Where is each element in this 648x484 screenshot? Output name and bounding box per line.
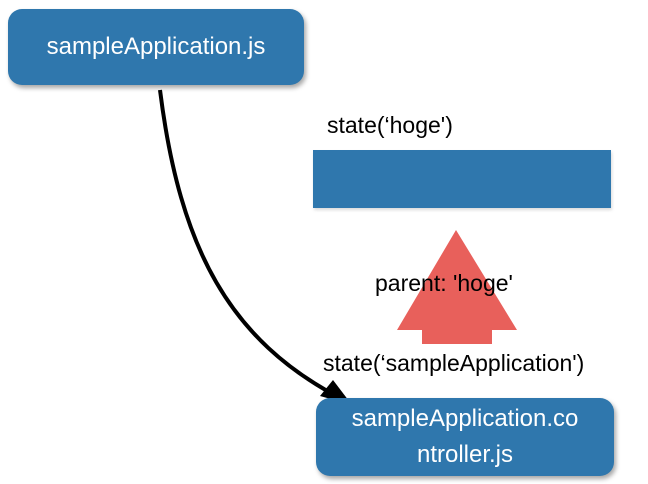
file-box-label-line1: sampleApplication.co	[351, 405, 579, 432]
file-box-sample-application-controller: sampleApplication.co ntroller.js	[316, 398, 614, 476]
file-box-sample-application: sampleApplication.js	[8, 9, 304, 85]
up-arrow-shape	[397, 230, 517, 344]
state-sample-application-label: state(‘sampleApplication')	[323, 350, 585, 376]
parent-label: parent: 'hoge'	[375, 270, 513, 296]
state-hoge-label: state(‘hoge')	[327, 112, 453, 138]
file-box-label-line2: ntroller.js	[416, 441, 514, 468]
hoge-state-bar	[313, 150, 611, 208]
file-box-label: sampleApplication.js	[46, 33, 266, 60]
connector-curve	[158, 89, 341, 400]
